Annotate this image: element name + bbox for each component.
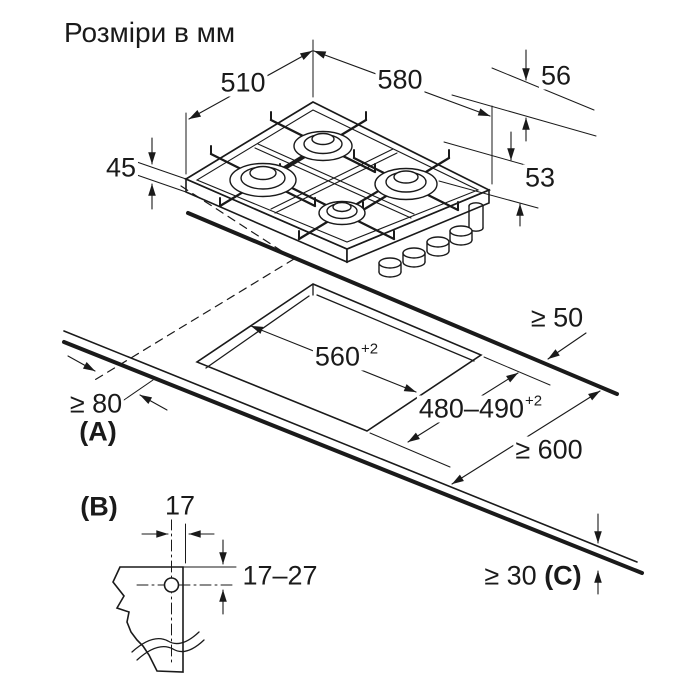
burner-icon	[293, 130, 353, 162]
break-line	[136, 639, 205, 661]
page-title: Розміри в мм	[64, 17, 236, 48]
dim-label-min600: ≥ 600	[513, 434, 585, 465]
dim-label-580: 580	[375, 64, 425, 95]
reference-line	[133, 173, 187, 193]
dim-label-510: 510	[218, 67, 268, 98]
dim-label-17-27: 17–27	[240, 560, 320, 591]
ref-label-B: (B)	[78, 491, 120, 522]
dim-label-17: 17	[162, 490, 198, 521]
leader-50	[547, 332, 587, 360]
section-outline	[112, 566, 184, 673]
worktop-rear-edge	[186, 211, 619, 396]
break-line	[131, 631, 200, 653]
arrow-80-left	[67, 355, 96, 372]
dim-label-min80: ≥ 80	[67, 388, 125, 419]
ref-label-C: (C)	[544, 560, 582, 591]
hob-pan-dividers	[254, 143, 415, 219]
ref-label-A: (A)	[77, 416, 119, 447]
dim-label-56: 56	[538, 60, 574, 91]
dim-label-53: 53	[522, 162, 558, 193]
section-dimensions	[141, 523, 237, 615]
extension-line	[369, 432, 451, 468]
hob-control-knobs	[378, 225, 473, 278]
dim-label-45: 45	[103, 152, 139, 183]
dim-label-min30: ≥ 30 (C)	[482, 560, 584, 591]
hob-isometric-view	[184, 101, 492, 278]
burner-icon	[229, 162, 297, 198]
knob-icon	[449, 225, 473, 246]
reference-line	[443, 141, 537, 169]
dim-label-560: 560+2	[312, 340, 380, 372]
reference-line	[133, 160, 187, 180]
dim-label-min50: ≥ 50	[528, 302, 586, 333]
alignment-dashed-line	[92, 185, 295, 382]
dim-label-480-490: 480–490+2	[416, 392, 544, 424]
burners	[229, 130, 438, 226]
reference-line	[120, 379, 154, 403]
knob-icon	[426, 236, 450, 257]
knob-icon	[378, 257, 402, 278]
centerlines	[136, 518, 237, 665]
worktop-front-edge	[62, 340, 644, 575]
worktop-front-edge-top	[63, 330, 638, 563]
reference-line	[451, 94, 597, 137]
reference-line	[438, 180, 539, 209]
fixing-hole	[163, 577, 180, 593]
extension-line	[483, 356, 551, 386]
cutout-opening	[195, 283, 483, 432]
burner-icon	[374, 167, 438, 201]
arrow-80-right	[139, 394, 168, 411]
edge-section-detail	[112, 518, 237, 673]
burner-icon	[318, 200, 366, 226]
knob-icon	[402, 247, 426, 268]
worktop-cutout-view	[62, 185, 644, 595]
hob-top-surface	[184, 101, 492, 250]
hob-rim	[195, 109, 480, 243]
